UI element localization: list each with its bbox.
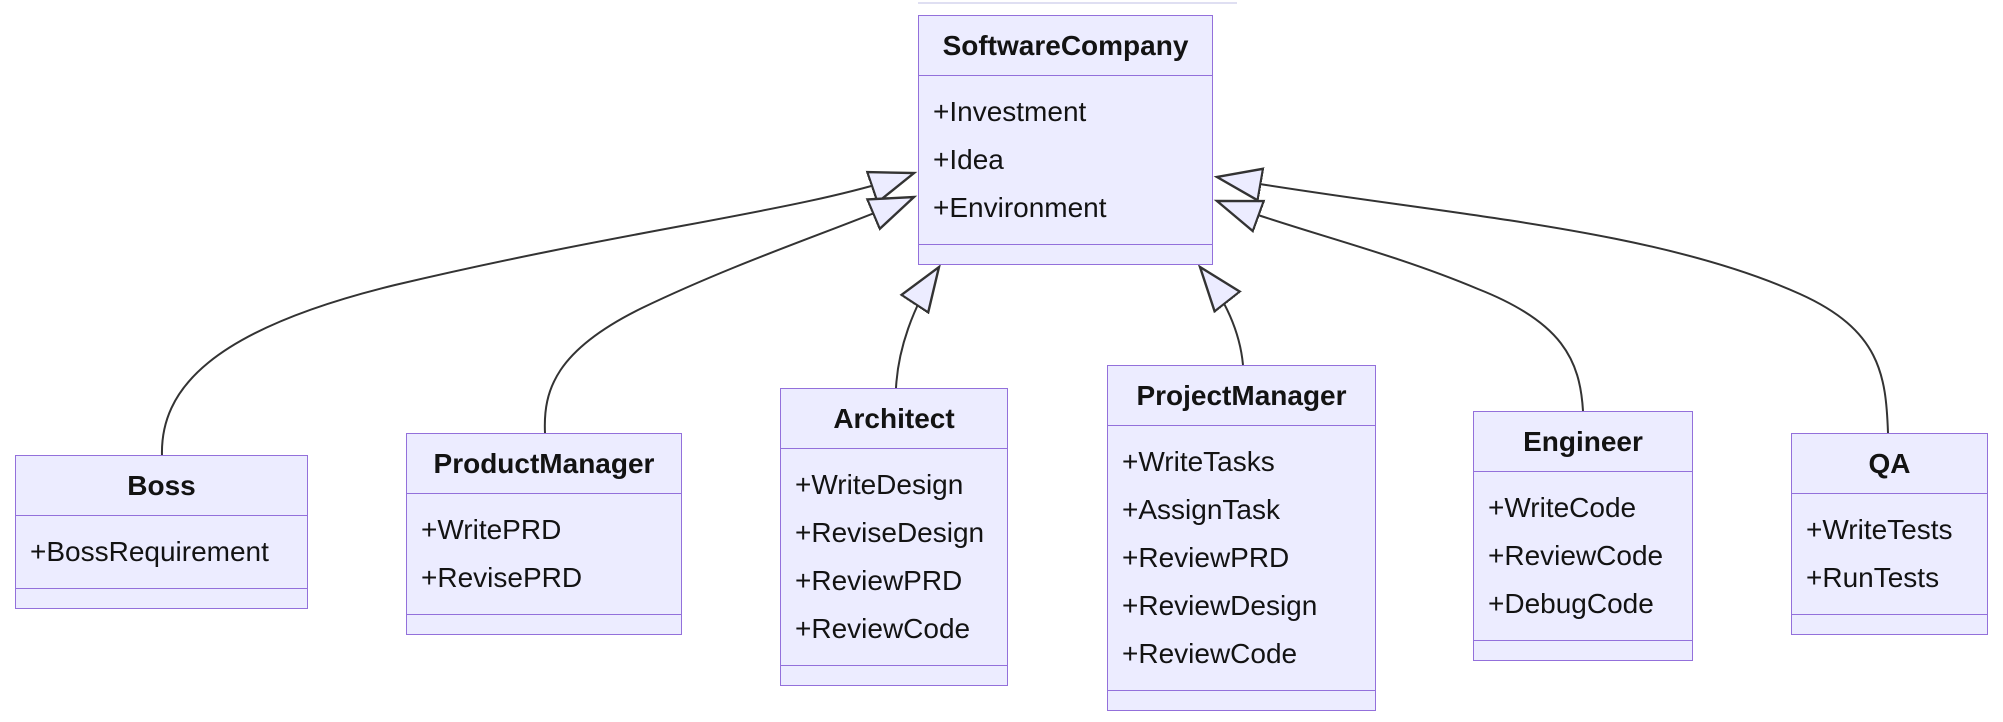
class-box-softwarecompany: SoftwareCompany +Investment +Idea +Envir… <box>918 15 1213 265</box>
class-attributes: +WriteCode +ReviewCode +DebugCode <box>1474 472 1692 640</box>
class-attribute: +ReviewCode <box>1122 638 1298 669</box>
class-title: ProductManager <box>407 434 681 494</box>
edge-productmanager-to-softwarecompany <box>543 197 914 434</box>
edge-engineer-to-softwarecompany <box>1217 201 1584 412</box>
edge-architect-to-softwarecompany <box>895 267 939 389</box>
class-attributes: +WriteTasks +AssignTask +ReviewPRD +Revi… <box>1108 426 1375 690</box>
class-methods-empty <box>1108 690 1375 710</box>
class-box-architect: Architect +WriteDesign +ReviseDesign +Re… <box>780 388 1008 686</box>
class-methods-empty <box>781 665 1007 685</box>
class-attribute: +Idea <box>933 144 1004 175</box>
edge-projectmanager-to-softwarecompany <box>1200 267 1244 366</box>
class-attributes: +WriteTests +RunTests <box>1792 494 1987 614</box>
class-attribute: +RevisePRD <box>421 562 583 593</box>
class-title: Boss <box>16 456 307 516</box>
class-title: QA <box>1792 434 1987 494</box>
class-box-engineer: Engineer +WriteCode +ReviewCode +DebugCo… <box>1473 411 1693 661</box>
class-attribute: +WriteDesign <box>795 469 964 500</box>
class-methods-empty <box>1792 614 1987 634</box>
class-attribute: +ReviewCode <box>795 613 971 644</box>
class-attributes: +WriteDesign +ReviseDesign +ReviewPRD +R… <box>781 449 1007 665</box>
class-attribute: +ReviewPRD <box>1122 542 1290 573</box>
class-attribute: +WriteTests <box>1806 514 1953 545</box>
class-attribute: +ReviewPRD <box>795 565 963 596</box>
class-methods-empty <box>407 614 681 634</box>
edge-qa-to-softwarecompany <box>1217 177 1889 434</box>
class-title: Engineer <box>1474 412 1692 472</box>
class-attributes: +WritePRD +RevisePRD <box>407 494 681 614</box>
class-box-productmanager: ProductManager +WritePRD +RevisePRD <box>406 433 682 635</box>
class-attribute: +RunTests <box>1806 562 1940 593</box>
class-attribute: +WriteTasks <box>1122 446 1275 477</box>
class-attribute: +AssignTask <box>1122 494 1280 525</box>
class-methods-empty <box>16 588 307 608</box>
class-attribute: +ReviewDesign <box>1122 590 1318 621</box>
class-attribute: +WritePRD <box>421 514 562 545</box>
class-title: ProjectManager <box>1108 366 1375 426</box>
class-box-projectmanager: ProjectManager +WriteTasks +AssignTask +… <box>1107 365 1376 711</box>
class-box-boss: Boss +BossRequirement <box>15 455 308 609</box>
class-title: SoftwareCompany <box>919 16 1212 76</box>
edge-boss-to-softwarecompany <box>160 173 914 457</box>
class-box-qa: QA +WriteTests +RunTests <box>1791 433 1988 635</box>
class-attribute: +BossRequirement <box>30 536 269 567</box>
class-attribute: +Environment <box>933 192 1107 223</box>
class-methods-empty <box>919 244 1212 264</box>
class-title: Architect <box>781 389 1007 449</box>
class-attribute: +ReviseDesign <box>795 517 985 548</box>
class-attributes: +Investment +Idea +Environment <box>919 76 1212 244</box>
class-attribute: +ReviewCode <box>1488 540 1664 571</box>
class-attributes: +BossRequirement <box>16 516 307 588</box>
class-attribute: +Investment <box>933 96 1087 127</box>
class-attribute: +DebugCode <box>1488 588 1654 619</box>
class-methods-empty <box>1474 640 1692 660</box>
class-attribute: +WriteCode <box>1488 492 1637 523</box>
